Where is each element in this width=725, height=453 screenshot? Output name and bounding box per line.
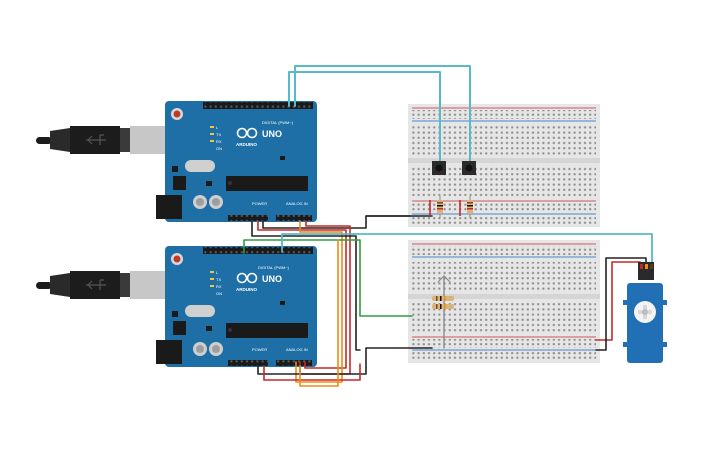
usb-plug-icon [86,134,106,145]
crystal [185,160,215,172]
atmega-chip [226,323,308,338]
resistor-icon[interactable] [432,304,454,309]
resistor-icon[interactable] [432,296,454,301]
power-label: POWER [252,201,267,206]
analog-label: ANALOG IN [286,347,308,352]
wire-black-bottom [257,347,433,375]
wire-red-top-1 [257,220,347,369]
wire-green [243,239,413,317]
usb-plug-icon [86,279,106,290]
resistor-icon[interactable] [437,196,443,218]
on-label: ON [216,146,222,151]
rx-label: RX [216,139,222,144]
arduino-uno-top[interactable]: DIGITAL (PWM~) TX RX L UNO ARDUINO ON [156,101,317,222]
usb-cable-bottom[interactable] [36,271,166,299]
wire-orange-bottom [299,239,339,387]
tx-label: TX [216,277,221,282]
pushbutton-2[interactable] [462,161,476,175]
power-jack [156,340,182,364]
uno-logo-text: UNO [262,274,282,284]
analog-label: ANALOG IN [286,201,308,206]
wire-servo-black [595,257,647,351]
wires [243,65,653,387]
atmega-chip [226,176,308,191]
power-label: POWER [252,347,267,352]
digital-label: DIGITAL (PWM~) [262,120,294,125]
arduino-uno-bottom[interactable]: DIGITAL (PWM~) TX RX L UNO ARDUINO ON PO… [156,246,317,367]
rx-label: RX [216,284,222,289]
breadboard-bottom[interactable] [408,240,600,363]
wire-cyan-1 [288,71,441,165]
tx-label: TX [216,132,221,137]
wire-cyan-servo [281,233,653,269]
brand-text: ARDUINO [236,287,257,292]
pushbutton-1[interactable] [432,161,446,175]
arduino-logo-icon [236,272,258,284]
wire-cyan-2 [294,65,471,165]
digital-label: DIGITAL (PWM~) [258,265,290,270]
l-label: L [216,270,219,275]
on-label: ON [216,291,222,296]
arduino-logo-icon [236,127,258,139]
power-jack [156,195,182,219]
l-label: L [216,125,219,130]
brand-text: ARDUINO [236,142,257,147]
wire-red-bottom [263,363,361,381]
wire-orange-1 [295,220,343,383]
resistor-icon[interactable] [467,196,473,218]
wire-black-2 [251,220,361,351]
crystal [185,305,215,317]
servo-motor-icon[interactable] [623,262,667,363]
uno-logo-text: UNO [262,129,282,139]
usb-cable-top[interactable] [36,126,166,154]
